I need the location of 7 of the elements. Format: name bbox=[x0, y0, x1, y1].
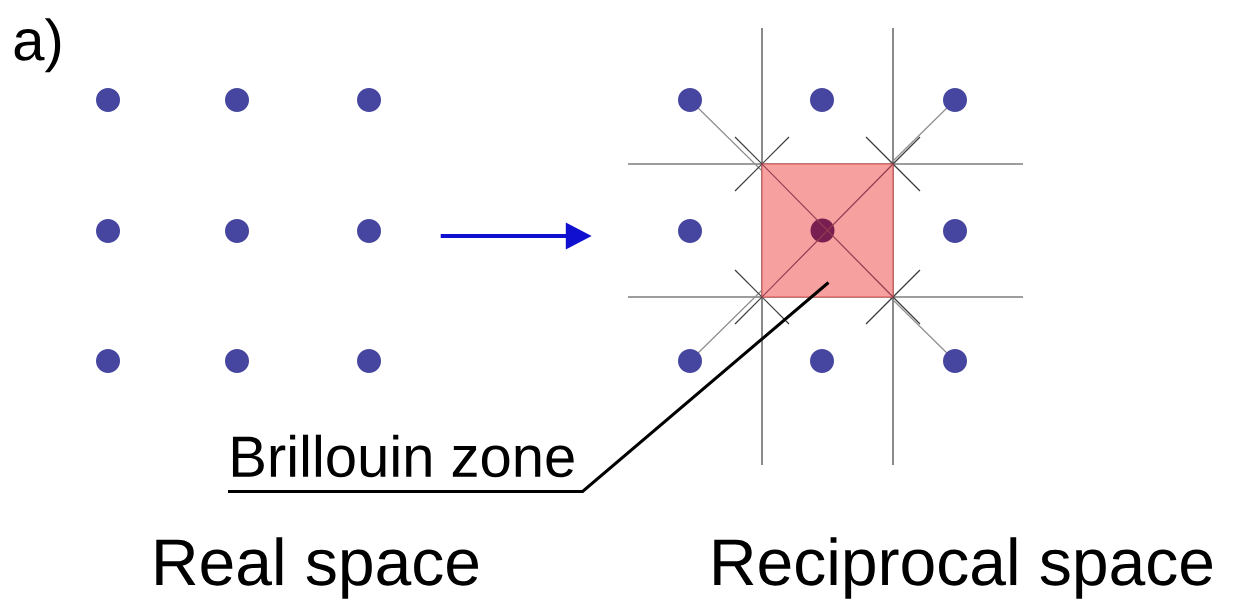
panel-label: a) bbox=[14, 18, 61, 73]
panel-caption: Real space bbox=[156, 537, 479, 599]
brillouin-zone-square bbox=[760, 162, 895, 299]
lattice-drawing bbox=[96, 88, 381, 373]
panel-caption: Reciprocal space bbox=[714, 537, 1213, 599]
leader-line bbox=[228, 281, 830, 493]
callout-text: Brillouin zone bbox=[232, 434, 574, 478]
